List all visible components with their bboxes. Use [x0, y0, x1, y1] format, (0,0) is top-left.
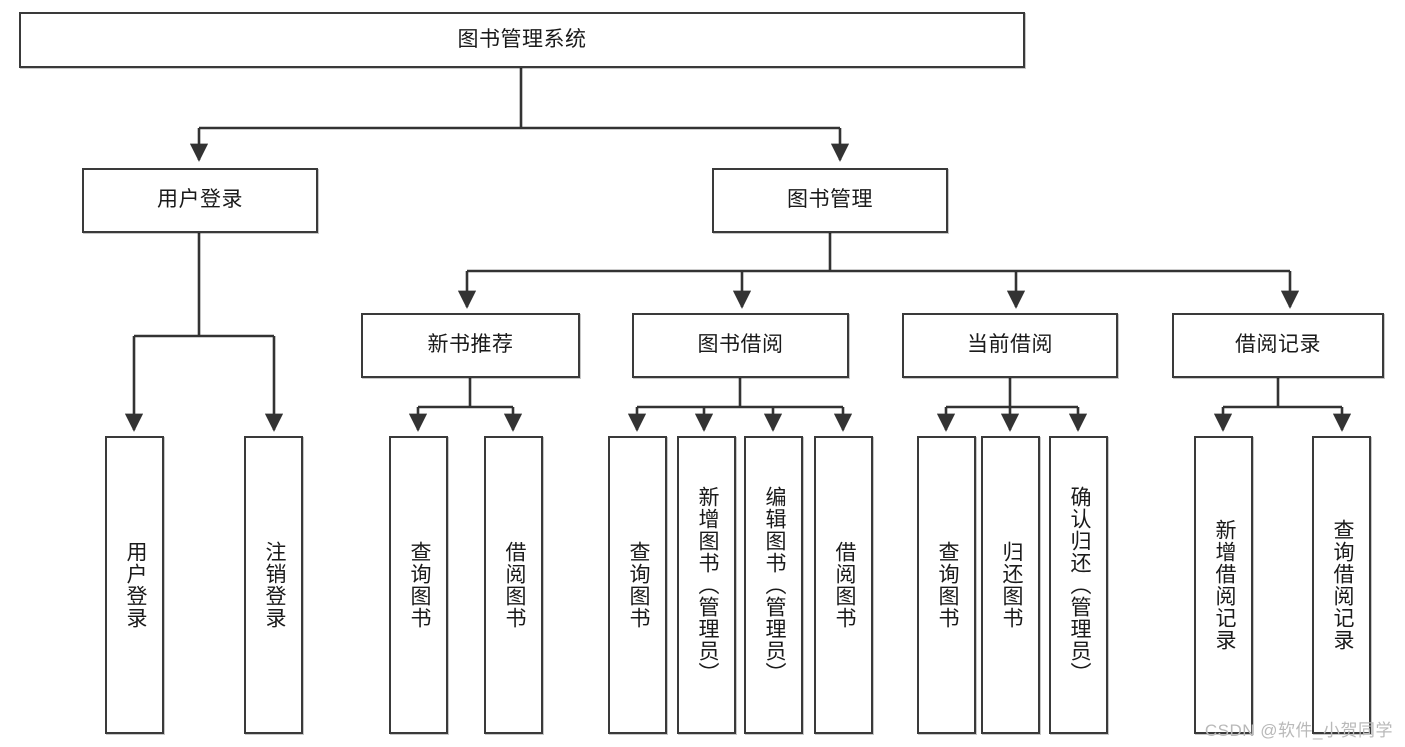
- leaf-borrow-query-book-label: 查询图书: [626, 541, 650, 629]
- node-book-management-label: 图书管理: [787, 188, 873, 212]
- leaf-new-book-query-label: 查询图书: [407, 541, 431, 629]
- leaf-borrow-edit-book[interactable]: 编辑图书（管理员）: [744, 436, 803, 734]
- node-current-borrow[interactable]: 当前借阅: [902, 313, 1118, 378]
- leaf-record-query[interactable]: 查询借阅记录: [1312, 436, 1371, 734]
- leaf-user-login-login-label: 用户登录: [123, 541, 147, 629]
- node-current-borrow-label: 当前借阅: [967, 333, 1053, 357]
- leaf-current-query-book-label: 查询图书: [935, 541, 959, 629]
- leaf-current-confirm-return[interactable]: 确认归还（管理员）: [1049, 436, 1108, 734]
- leaf-new-book-borrow[interactable]: 借阅图书: [484, 436, 543, 734]
- node-user-login-label: 用户登录: [157, 188, 243, 212]
- node-borrow-record[interactable]: 借阅记录: [1172, 313, 1384, 378]
- node-new-book-recommend[interactable]: 新书推荐: [361, 313, 580, 378]
- leaf-current-query-book[interactable]: 查询图书: [917, 436, 976, 734]
- leaf-borrow-query-book[interactable]: 查询图书: [608, 436, 667, 734]
- node-borrow-record-label: 借阅记录: [1235, 333, 1321, 357]
- leaf-borrow-borrow-book[interactable]: 借阅图书: [814, 436, 873, 734]
- node-user-login[interactable]: 用户登录: [82, 168, 318, 233]
- leaf-current-return-book[interactable]: 归还图书: [981, 436, 1040, 734]
- leaf-borrow-add-book[interactable]: 新增图书（管理员）: [677, 436, 736, 734]
- leaf-borrow-edit-book-label: 编辑图书（管理员）: [762, 486, 786, 684]
- leaf-user-login-logout-label: 注销登录: [262, 541, 286, 629]
- leaf-new-book-query[interactable]: 查询图书: [389, 436, 448, 734]
- leaf-current-return-book-label: 归还图书: [999, 541, 1023, 629]
- node-book-borrow-label: 图书借阅: [697, 333, 784, 357]
- node-root-label: 图书管理系统: [457, 27, 587, 51]
- leaf-user-login-login[interactable]: 用户登录: [105, 436, 164, 734]
- leaf-borrow-borrow-book-label: 借阅图书: [832, 541, 856, 629]
- leaf-current-confirm-return-label: 确认归还（管理员）: [1067, 486, 1091, 684]
- node-book-management[interactable]: 图书管理: [712, 168, 948, 233]
- leaf-borrow-add-book-label: 新增图书（管理员）: [695, 486, 719, 684]
- leaf-user-login-logout[interactable]: 注销登录: [244, 436, 303, 734]
- node-root[interactable]: 图书管理系统: [19, 12, 1025, 68]
- watermark-text: CSDN @软件_小贺同学: [1204, 721, 1393, 740]
- leaf-record-query-label: 查询借阅记录: [1330, 519, 1354, 651]
- leaf-record-add-label: 新增借阅记录: [1212, 519, 1236, 651]
- leaf-new-book-borrow-label: 借阅图书: [502, 541, 526, 629]
- node-book-borrow[interactable]: 图书借阅: [632, 313, 849, 378]
- leaf-record-add[interactable]: 新增借阅记录: [1194, 436, 1253, 734]
- node-new-book-recommend-label: 新书推荐: [427, 333, 514, 357]
